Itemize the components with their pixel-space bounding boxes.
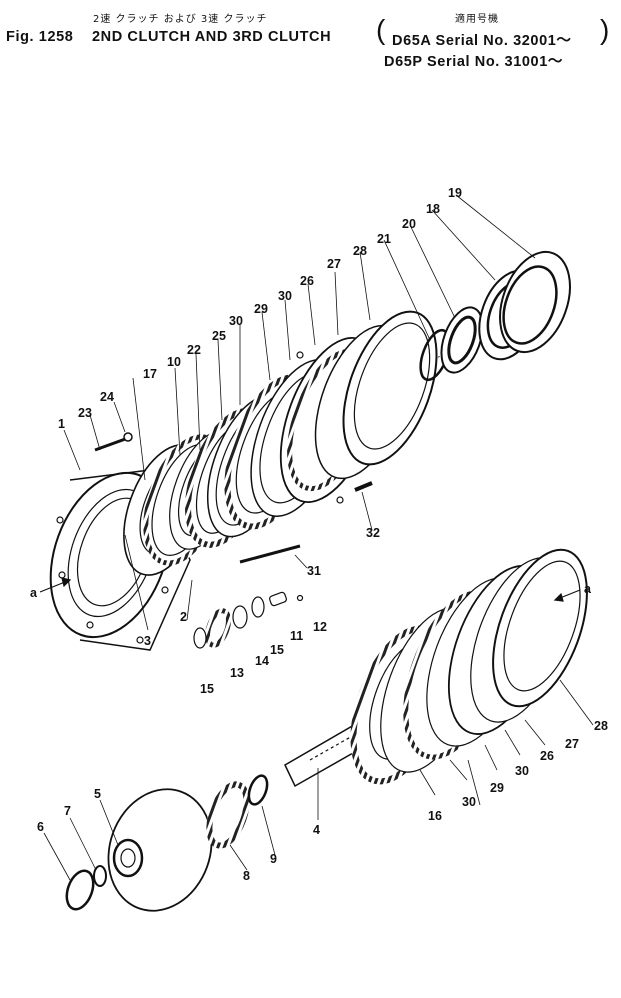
label-7: 7 [64, 804, 71, 818]
part-11-pin [269, 591, 287, 607]
label-9: 9 [270, 852, 277, 866]
part-13-gear [205, 608, 231, 648]
label-28: 28 [353, 244, 367, 258]
label-29: 29 [254, 302, 268, 316]
label-30: 30 [229, 314, 243, 328]
label-27: 27 [327, 257, 341, 271]
part-5-carrier [107, 788, 213, 912]
label-23: 23 [78, 406, 92, 420]
label-2: 2 [180, 610, 187, 624]
applicability-label: 適用号機 [455, 14, 499, 25]
label-26: 26 [300, 274, 314, 288]
part-6-snap-ring [65, 869, 95, 911]
serial-line-2: D65P Serial No. 31001～ [384, 54, 563, 70]
figure-header: 2速 クラッチ および 3速 クラッチ Fig. 1258 2ND CLUTCH… [0, 0, 621, 80]
leader-lines [43, 194, 594, 881]
part-19-cover [499, 250, 571, 354]
part-15-washer [193, 627, 207, 649]
label-3: 3 [144, 634, 151, 648]
part-labels: 1 2 3 4 5 6 7 8 9 10 11 12 13 14 15 15 1… [30, 186, 608, 883]
label-1: 1 [58, 417, 65, 431]
arrow-right-a [553, 589, 581, 602]
arrow-left-a [39, 577, 72, 593]
figure-title: 2ND CLUTCH AND 3RD CLUTCH [92, 29, 332, 45]
part-32-spring [354, 481, 373, 492]
bracket-right: ) [600, 14, 610, 45]
part-9-snap-ring [247, 774, 269, 806]
bracket-left: ( [376, 14, 386, 45]
label-15b: 15 [270, 643, 284, 657]
label-31: 31 [307, 564, 321, 578]
part-23-bolt [94, 432, 133, 452]
part-28-housing-b [492, 548, 588, 708]
label-30c: 30 [462, 795, 476, 809]
label-arrow-a-left: a [30, 586, 38, 600]
label-30b: 30 [278, 289, 292, 303]
label-24: 24 [100, 390, 114, 404]
part-7-ring [93, 865, 107, 887]
label-8: 8 [243, 869, 250, 883]
part-8-gear [206, 781, 250, 849]
label-20: 20 [402, 217, 416, 231]
part-20-seal [440, 306, 484, 374]
label-21: 21 [377, 232, 391, 246]
label-arrow-a-right: a [584, 582, 592, 596]
label-12: 12 [313, 620, 327, 634]
label-11: 11 [290, 629, 303, 643]
label-32: 32 [366, 526, 380, 540]
label-30d: 30 [515, 764, 529, 778]
part-31-pin [239, 544, 301, 564]
label-6: 6 [37, 820, 44, 834]
label-19: 19 [448, 186, 462, 200]
label-17: 17 [143, 367, 157, 381]
label-16: 16 [428, 809, 442, 823]
label-4: 4 [313, 823, 320, 837]
label-5: 5 [94, 787, 101, 801]
label-27b: 27 [565, 737, 579, 751]
japanese-title: 2速 クラッチ および 3速 クラッチ [93, 14, 268, 25]
figure-number: Fig. 1258 [6, 29, 74, 45]
label-18: 18 [426, 202, 440, 216]
part-14-collar [232, 605, 248, 629]
label-26b: 26 [540, 749, 554, 763]
label-22: 22 [187, 343, 201, 357]
label-25: 25 [212, 329, 226, 343]
label-10: 10 [167, 355, 181, 369]
label-13: 13 [230, 666, 244, 680]
label-28b: 28 [594, 719, 608, 733]
serial-line-1: D65A Serial No. 32001～ [392, 33, 572, 49]
label-15: 15 [200, 682, 214, 696]
part-15-washer-b [251, 596, 265, 618]
part-12-ball [296, 594, 304, 602]
label-14: 14 [255, 654, 269, 668]
label-29b: 29 [490, 781, 504, 795]
